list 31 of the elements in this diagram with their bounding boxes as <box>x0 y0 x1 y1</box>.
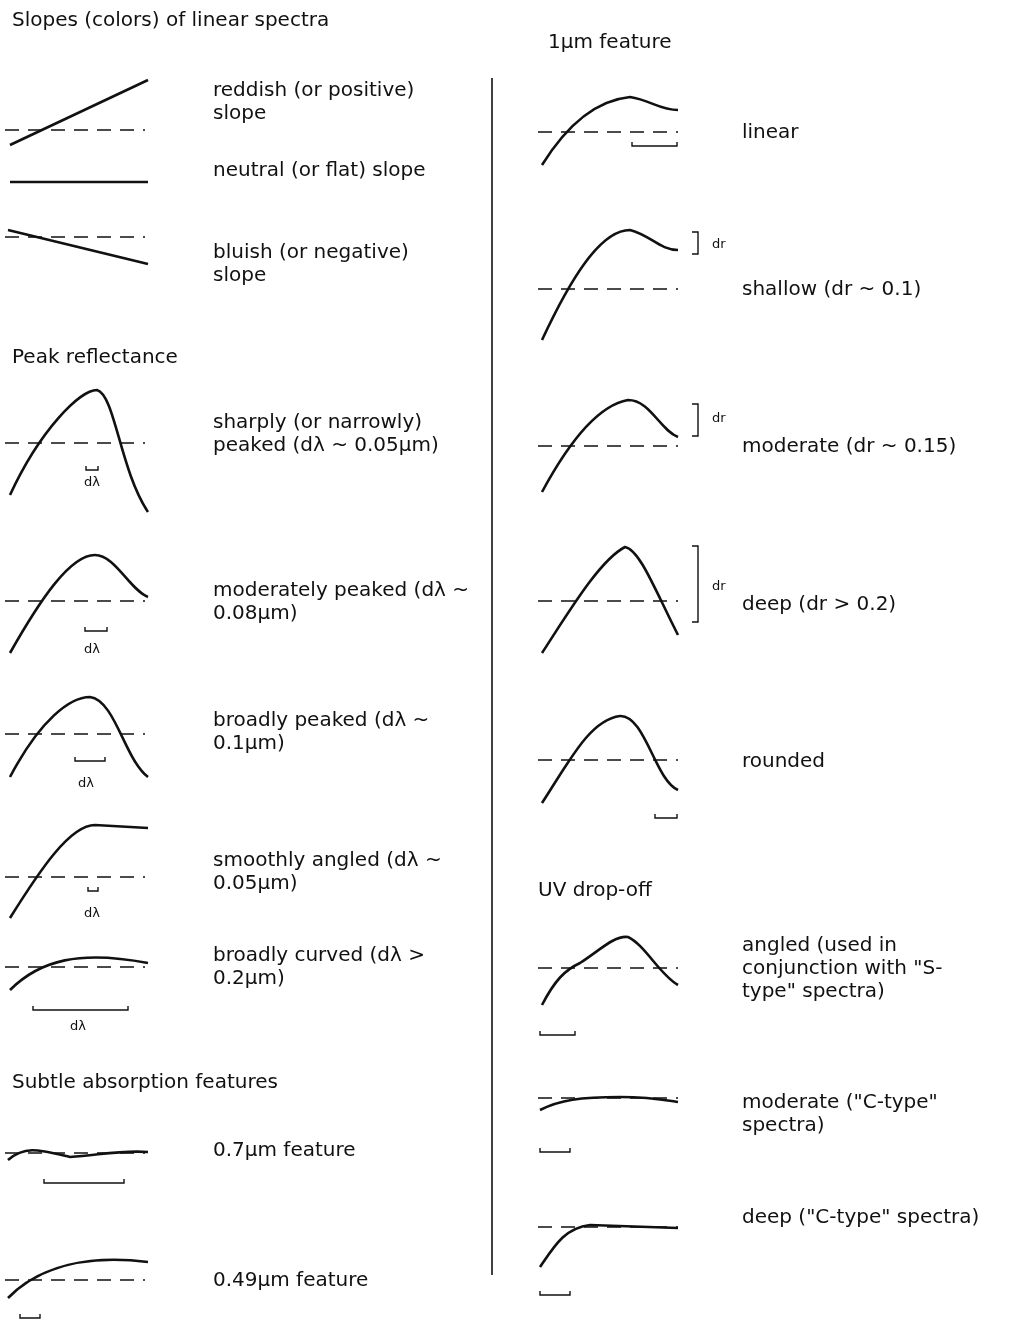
curve-description: sharply (or narrowly) peaked (dλ ~ 0.05μm) <box>213 410 440 456</box>
scale-label: dλ <box>70 1018 87 1033</box>
section-heading: Peak reflectance <box>12 345 179 368</box>
section-heading: 1μm feature <box>548 30 673 53</box>
section-heading: Slopes (colors) of linear spectra <box>12 8 331 31</box>
section-heading: UV drop-off <box>538 878 654 901</box>
curve-description: broadly curved (dλ > 0.2μm) <box>213 943 426 989</box>
curve-description: deep ("C-type" spectra) <box>742 1205 981 1228</box>
curve-description: deep (dr > 0.2) <box>742 592 898 615</box>
scale-label: dλ <box>78 775 95 790</box>
curve-description: rounded <box>742 749 827 772</box>
scale-label: dr <box>712 236 727 251</box>
curve-description: smoothly angled (dλ ~ 0.05μm) <box>213 848 443 894</box>
curve-description: linear <box>742 120 800 143</box>
scale-label: dλ <box>84 474 101 489</box>
curve-description: moderate (dr ~ 0.15) <box>742 434 958 457</box>
curve-description: angled (used in conjunction with "S-type" spectra) <box>742 933 944 1002</box>
scale-label: dλ <box>84 905 101 920</box>
curve-description: moderately peaked (dλ ~ 0.08μm) <box>213 578 471 624</box>
curve-description: bluish (or negative) slope <box>213 240 410 286</box>
curve-description: neutral (or flat) slope <box>213 158 427 181</box>
scale-label: dλ <box>84 641 101 656</box>
scale-label: dr <box>712 578 727 593</box>
curve-description: 0.49μm feature <box>213 1268 370 1291</box>
curve-description: 0.7μm feature <box>213 1138 357 1161</box>
curve-description: reddish (or positive) slope <box>213 78 416 124</box>
curve-description: shallow (dr ~ 0.1) <box>742 277 923 300</box>
curve-description: moderate ("C-type" spectra) <box>742 1090 939 1136</box>
curve-description: broadly peaked (dλ ~ 0.1μm) <box>213 708 431 754</box>
section-heading: Subtle absorption features <box>12 1070 279 1093</box>
scale-label: dr <box>712 410 727 425</box>
